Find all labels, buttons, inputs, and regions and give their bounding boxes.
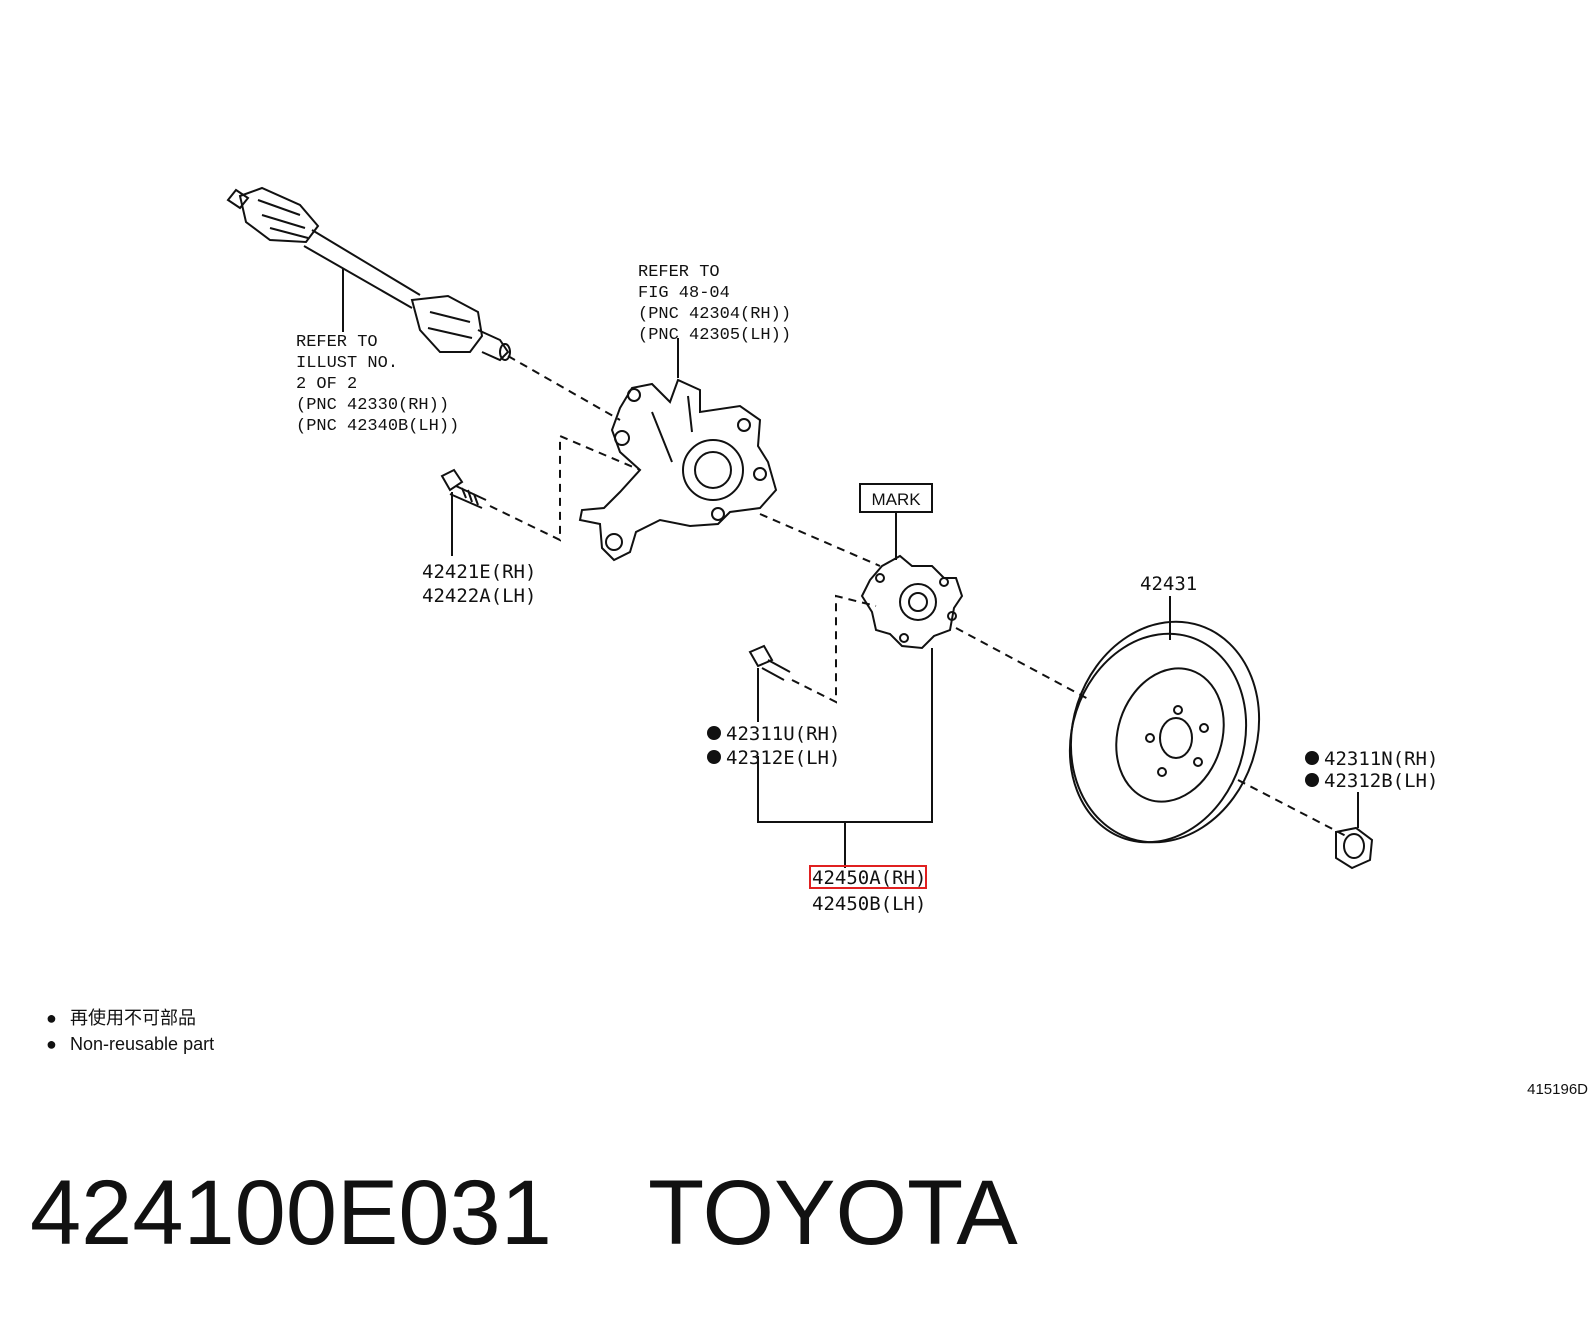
non-reusable-bullet xyxy=(707,726,721,740)
knuckle-ref-line-2: FIG 48-04 xyxy=(638,284,730,303)
non-reusable-bullet xyxy=(1305,773,1319,787)
rotor-part-number: 42431 xyxy=(1140,573,1197,595)
knuckle-reference: REFER TO FIG 48-04 (PNC 42304(RH)) (PNC … xyxy=(638,263,791,345)
legend: ● 再使用不可部品 ● Non-reusable part xyxy=(46,1008,214,1054)
hub-assembly-part-lh: 42450B(LH) xyxy=(812,893,926,915)
brand-title: TOYOTA xyxy=(648,1162,1018,1264)
hub-bolt-illustration xyxy=(748,644,791,681)
hub-bolt-part-lh: 42312E(LH) xyxy=(726,747,840,769)
driveshaft-reference: REFER TO ILLUST NO. 2 OF 2 (PNC 42330(RH… xyxy=(296,333,459,436)
legend-bullet-2: ● xyxy=(46,1034,57,1054)
knuckle-bolt-illustration xyxy=(440,468,487,509)
legend-bullet-1: ● xyxy=(46,1008,57,1028)
hub-to-rotor-dash xyxy=(955,627,1091,701)
shaft-to-knuckle-dash xyxy=(507,355,621,421)
hub-bolt-part-rh: 42311U(RH) xyxy=(726,723,840,745)
highlight-box xyxy=(809,865,927,889)
illustration-code: 415196D xyxy=(1527,1081,1588,1098)
legend-text-en: Non-reusable part xyxy=(70,1034,214,1054)
driveshaft-ref-line-1: REFER TO xyxy=(296,333,378,352)
hub-bolt-dash xyxy=(791,594,877,704)
bolt-part-lh: 42422A(LH) xyxy=(422,585,536,607)
nut-part-lh: 42312B(LH) xyxy=(1324,770,1438,792)
driveshaft-ref-line-3: 2 OF 2 xyxy=(296,375,357,394)
hub-bolt-part-numbers: 42311U(RH) 42312E(LH) xyxy=(707,723,840,769)
knuckle-to-hub-dash xyxy=(759,513,881,567)
bolt-part-numbers: 42421E(RH) 42422A(LH) xyxy=(422,561,536,607)
driveshaft-ref-line-5: (PNC 42340B(LH)) xyxy=(296,417,459,436)
nut-part-rh: 42311N(RH) xyxy=(1324,748,1438,770)
hub-nut-illustration xyxy=(1335,826,1374,870)
rotor-to-nut-dash xyxy=(1237,779,1347,837)
non-reusable-bullet xyxy=(1305,751,1319,765)
knuckle-ref-line-4: (PNC 42305(LH)) xyxy=(638,326,791,345)
driveshaft-ref-line-2: ILLUST NO. xyxy=(296,354,398,373)
bolt-dash xyxy=(489,434,641,542)
hub-assembly-part-numbers: 42450A(RH) 42450B(LH) xyxy=(809,865,927,915)
bolt-part-rh: 42421E(RH) xyxy=(422,561,536,583)
brake-rotor-illustration xyxy=(1068,620,1261,844)
hub-assembly-illustration xyxy=(860,554,964,650)
mark-box xyxy=(859,483,933,513)
non-reusable-bullet xyxy=(707,750,721,764)
hub-assembly-part-rh[interactable]: 42450A(RH) xyxy=(812,867,926,889)
driveshaft-ref-line-4: (PNC 42330(RH)) xyxy=(296,396,449,415)
knuckle-ref-line-3: (PNC 42304(RH)) xyxy=(638,305,791,324)
knuckle-ref-line-1: REFER TO xyxy=(638,263,720,282)
nut-part-numbers: 42311N(RH) 42312B(LH) xyxy=(1305,748,1438,792)
drive-shaft-illustration xyxy=(226,186,511,362)
part-number-title: 424100E031 xyxy=(30,1162,552,1264)
knuckle-illustration xyxy=(578,378,778,562)
mark-label: MARK xyxy=(871,490,921,509)
legend-text-jp: 再使用不可部品 xyxy=(70,1008,196,1028)
